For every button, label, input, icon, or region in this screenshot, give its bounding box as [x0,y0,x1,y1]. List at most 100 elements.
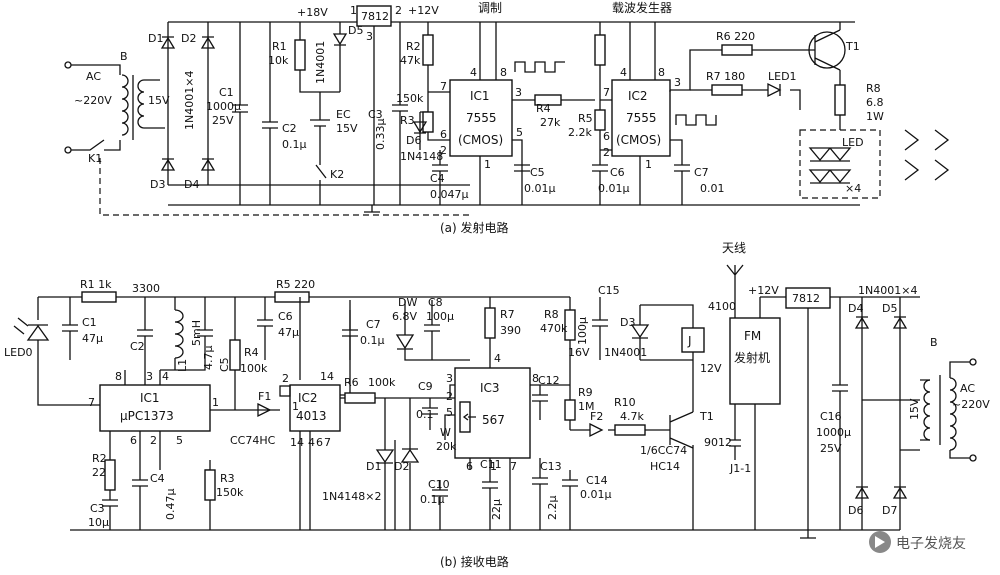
c14-value: 0.01μ [580,488,612,501]
capacitor-c9-symbol [422,398,438,430]
transformer-label: B [930,336,938,349]
bridge-wires [861,297,920,530]
r5-name: R5 [578,112,593,125]
ic3-name: IC3 [480,381,500,395]
fm-transmitter: 天线 4100 FM 发射机 +12V [708,241,920,530]
ic2-pin-8: 8 [658,66,665,79]
ic3-pin-3: 3 [446,372,453,385]
ic3-part: 567 [482,413,505,427]
regulator-label: 7812 [361,10,389,23]
bridge-wires [144,21,470,186]
inductor-l1 [174,297,184,370]
relay-label: J [687,334,692,348]
led-array-symbols [808,147,852,184]
supply-12v-label: +12V [408,4,439,17]
diodes-d1-d2 [375,440,420,530]
supply-12v-label: +12V [748,284,779,297]
c13-value: 2.2μ [546,496,559,521]
resistor-r1 [294,39,306,71]
diode-d4-label: D4 [848,302,863,315]
r1-wires [37,296,200,406]
ic1-pin-4: 4 [162,370,169,383]
cc74hc-label: CC74HC [230,434,276,447]
transistor-t1-symbol [660,411,694,449]
resistor-r8 [834,84,846,116]
l1-name: L1 [176,359,189,372]
ganged-switch-link [99,158,470,216]
photodiode-led0 [26,324,50,341]
c6-name: C6 [278,310,293,323]
diode-d6-symbol [854,486,870,499]
ic2-pin-6: 6 [316,436,323,449]
mains-terminal-bottom [64,146,72,154]
ic2-pin-wires [629,22,790,205]
ic2-pin-7: 7 [324,436,331,449]
capacitor-c4-symbol [132,460,148,530]
diode-d6-symbol [412,121,428,134]
diode-d2-symbol [200,36,216,49]
bridge-part-label: 1N4001×4 [183,71,196,130]
diode-d7-symbol [892,486,908,499]
c7-value: 0.01 [700,182,725,195]
ic2-package [611,79,671,157]
capacitor-c1-symbol [232,22,248,205]
d6-part: 1N4148 [400,150,443,163]
capacitor-c7-symbol [342,310,358,360]
ic2-pin-3: 3 [674,76,681,89]
resistor-r6 [721,44,753,56]
ic1-pin-4: 4 [470,66,477,79]
r10-value: 4.7k [620,410,644,423]
led1-symbol [767,82,782,98]
diode-d4-label: D4 [184,178,199,191]
ic1-pin-2: 2 [440,144,447,157]
r7-value: 390 [500,324,521,337]
transmitter-circuit: AC ~220V K1 B 15V D1 D2 D3 D4 1N4001×4 [64,0,950,235]
relay-voltage: 12V [700,362,722,375]
ic2-pin-7: 7 [603,86,610,99]
bridge-rectifier: D1 D2 D3 D4 1N4001×4 [144,21,470,191]
receiver-output: R8 470k R9 1M F2 R10 4.7k C14 0.01μ C15 … [540,284,751,530]
c1-name: C1 [82,316,97,329]
diode-d4-symbol [200,158,216,171]
ic1-pin-wires [109,370,280,470]
ic1-pin-5: 5 [516,126,523,139]
ic3-pin-8: 8 [532,372,539,385]
c13-name: C13 [540,460,562,473]
regulator-7812-a: 7812 1 2 3 0.33μ C3 +12V [350,4,855,213]
r4-value: 27k [540,116,561,129]
r1-value: 10k [268,54,289,67]
r6-label: R6 220 [716,30,755,43]
c3-value: 10μ [88,516,109,529]
inverter-f1 [257,402,272,418]
ic2-package [289,384,341,432]
ic1-pin-2: 2 [150,434,157,447]
capacitor-c2-symbol [262,22,278,205]
resistor-r2 [104,459,116,491]
ic1-pin-8: 8 [500,66,507,79]
r1-name: R1 [272,40,287,53]
bridge-part-label: 1N4001×4 [858,284,917,297]
resistor-r9 [564,399,576,421]
d1-label: D1 [366,460,381,473]
ic1-name: IC1 [140,391,160,405]
transformer-secondary [923,379,931,441]
c5-name: C5 [530,166,545,179]
led0-label: LED0 [4,346,33,359]
antenna-symbol [726,264,744,320]
c4-value: 0.47μ [164,489,177,521]
ic1-pin-1: 1 [484,158,491,171]
ic1-pin-6: 6 [440,128,447,141]
resistor-r8 [564,309,576,341]
r2-name: R2 [406,40,421,53]
ic1-pin-7: 7 [440,80,447,93]
w-name: W [440,426,451,439]
resistor-r3 [204,469,216,501]
backup-battery: +18V R1 10k D5 1N4001 EC 15V K2 [268,6,363,205]
ic2-pin-14-bottom: 14 [290,436,304,449]
receiver-power-supply: 7812 C16 1000μ 25V 1N4001×4 D4 D5 D6 D7 … [785,284,990,530]
r8-r9-wires [562,297,578,530]
c9-value: 0.1 [416,408,434,421]
ic1-part: μPC1373 [120,409,174,423]
ir-emission-marks [904,129,950,181]
